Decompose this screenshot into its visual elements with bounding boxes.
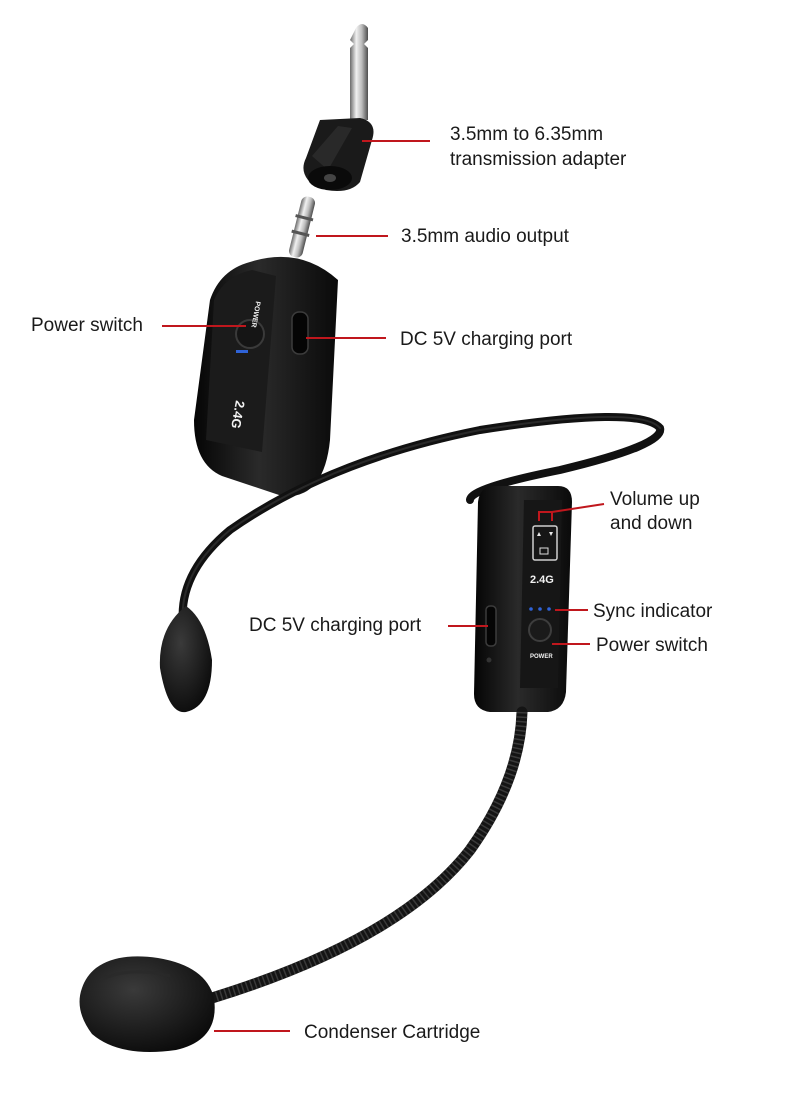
- receiver-band-mark: 2.4G: [228, 399, 248, 429]
- label-power-switch-transmitter: Power switch: [596, 635, 708, 656]
- label-adapter-line2: transmission adapter: [450, 149, 627, 170]
- receiver-body: POWER 2.4G: [194, 256, 338, 497]
- adapter-plug: [303, 24, 374, 191]
- receiver-led: [236, 350, 248, 353]
- label-dc-port-transmitter: DC 5V charging port: [249, 615, 422, 636]
- leader-volume-bracket: [538, 511, 553, 521]
- gooseneck: [206, 706, 528, 1004]
- label-adapter-line1: 3.5mm to 6.35mm: [450, 124, 603, 145]
- receiver-jack: [288, 196, 316, 258]
- condenser-cartridge: [79, 956, 215, 1052]
- label-dc-port-receiver: DC 5V charging port: [400, 329, 573, 350]
- transmitter-band-mark: 2.4G: [530, 574, 554, 586]
- headband-wire: [159, 413, 665, 713]
- transmitter-power-mark: POWER: [530, 654, 553, 660]
- label-sync-indicator: Sync indicator: [593, 601, 713, 622]
- receiver-usb-port: [291, 311, 309, 355]
- leader-lines: [162, 140, 605, 1032]
- callout-labels: 3.5mm to 6.35mm transmission adapter 3.5…: [31, 124, 713, 1043]
- receiver-power-mark: POWER: [249, 301, 260, 328]
- transmitter-power-button: [528, 618, 552, 642]
- transmitter-body: 2.4G POWER: [474, 486, 572, 712]
- sync-led-2: [538, 607, 542, 611]
- volume-buttons: [532, 525, 558, 561]
- sync-led-3: [547, 607, 551, 611]
- label-audio-output: 3.5mm audio output: [401, 226, 570, 247]
- leader-volume: [551, 503, 605, 513]
- sync-led-1: [529, 607, 533, 611]
- label-volume-line2: and down: [610, 513, 692, 534]
- label-condenser: Condenser Cartridge: [304, 1022, 480, 1043]
- label-volume-line1: Volume up: [610, 489, 700, 510]
- ear-hook-tip: [159, 606, 212, 713]
- label-power-switch-receiver: Power switch: [31, 315, 143, 336]
